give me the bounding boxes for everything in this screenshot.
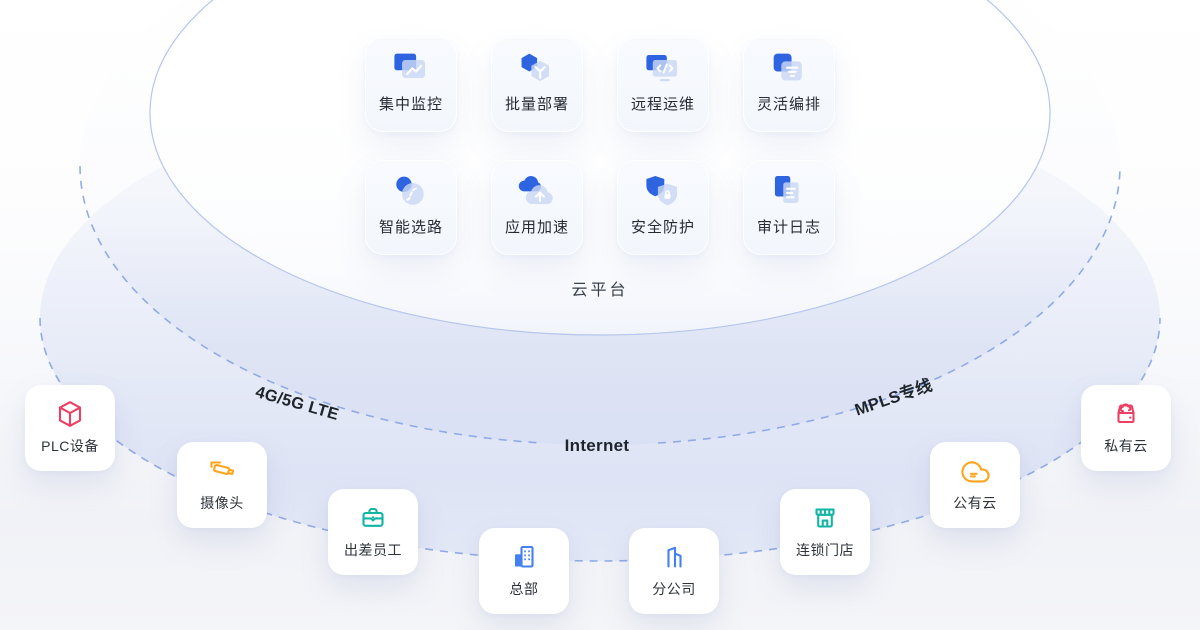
endpoint-card-traveling-staff: 出差员工 xyxy=(328,489,418,575)
cloud-acceleration-icon xyxy=(518,176,553,205)
middle-dashed-ring-right xyxy=(657,165,1121,444)
briefcase-icon xyxy=(362,507,384,527)
feature-label: 应用加速 xyxy=(504,219,569,236)
smart-routing-icon xyxy=(396,176,424,205)
feature-label: 审计日志 xyxy=(756,219,821,236)
audit-log-icon xyxy=(774,176,799,203)
endpoint-card-private-cloud: 私有云 xyxy=(1081,385,1171,471)
remote-ops-icon xyxy=(646,54,678,82)
link-label-internet: Internet xyxy=(564,436,630,455)
public-cloud-icon xyxy=(959,455,991,487)
feature-card-remote-ops: 远程运维 xyxy=(617,37,709,132)
feature-label: 集中监控 xyxy=(378,96,443,113)
endpoint-card-public-cloud: 公有云 xyxy=(930,442,1020,528)
endpoint-label: PLC设备 xyxy=(41,438,99,454)
storefront-icon xyxy=(815,508,835,528)
endpoint-label: 公有云 xyxy=(953,495,997,511)
orchestration-icon xyxy=(773,53,802,81)
feature-card-audit-log: 审计日志 xyxy=(743,160,835,255)
feature-label: 灵活编排 xyxy=(756,96,821,113)
endpoint-card-plc-device: PLC设备 xyxy=(25,385,115,471)
feature-card-central-monitoring: 集中监控 xyxy=(365,37,457,132)
feature-card-smart-routing: 智能选路 xyxy=(365,160,457,255)
shield-lock-icon xyxy=(646,176,678,206)
feature-label: 远程运维 xyxy=(630,96,695,113)
monitor-chart-icon xyxy=(394,53,426,78)
feature-label: 智能选路 xyxy=(378,219,443,236)
endpoint-label: 出差员工 xyxy=(344,542,402,558)
feature-card-app-acceleration: 应用加速 xyxy=(491,160,583,255)
endpoint-label: 连锁门店 xyxy=(796,542,854,558)
endpoint-card-camera: 摄像头 xyxy=(177,442,267,528)
endpoint-card-branch-office: 分公司 xyxy=(629,528,719,614)
endpoint-label: 分公司 xyxy=(652,581,696,597)
feature-card-security-protection: 安全防护 xyxy=(617,160,709,255)
endpoint-label: 私有云 xyxy=(1104,438,1148,454)
cctv-camera-icon xyxy=(210,461,235,476)
feature-card-batch-deploy: 批量部署 xyxy=(491,37,583,132)
plc-cube-icon xyxy=(58,401,82,427)
endpoint-card-chain-store: 连锁门店 xyxy=(780,489,870,575)
private-cloud-icon xyxy=(1117,403,1135,424)
feature-label: 批量部署 xyxy=(504,96,569,113)
branch-building-icon xyxy=(667,546,682,568)
feature-label: 安全防护 xyxy=(630,219,695,236)
endpoint-card-headquarters: 总部 xyxy=(479,528,569,614)
cloud-platform-label: 云平台 xyxy=(571,282,629,299)
endpoint-label: 总部 xyxy=(509,581,539,597)
headquarters-building-icon xyxy=(515,545,534,568)
feature-card-flexible-orchestration: 灵活编排 xyxy=(743,37,835,132)
endpoint-label: 摄像头 xyxy=(200,495,244,511)
deploy-cubes-icon xyxy=(521,53,550,82)
middle-dashed-ring-left xyxy=(79,165,543,444)
